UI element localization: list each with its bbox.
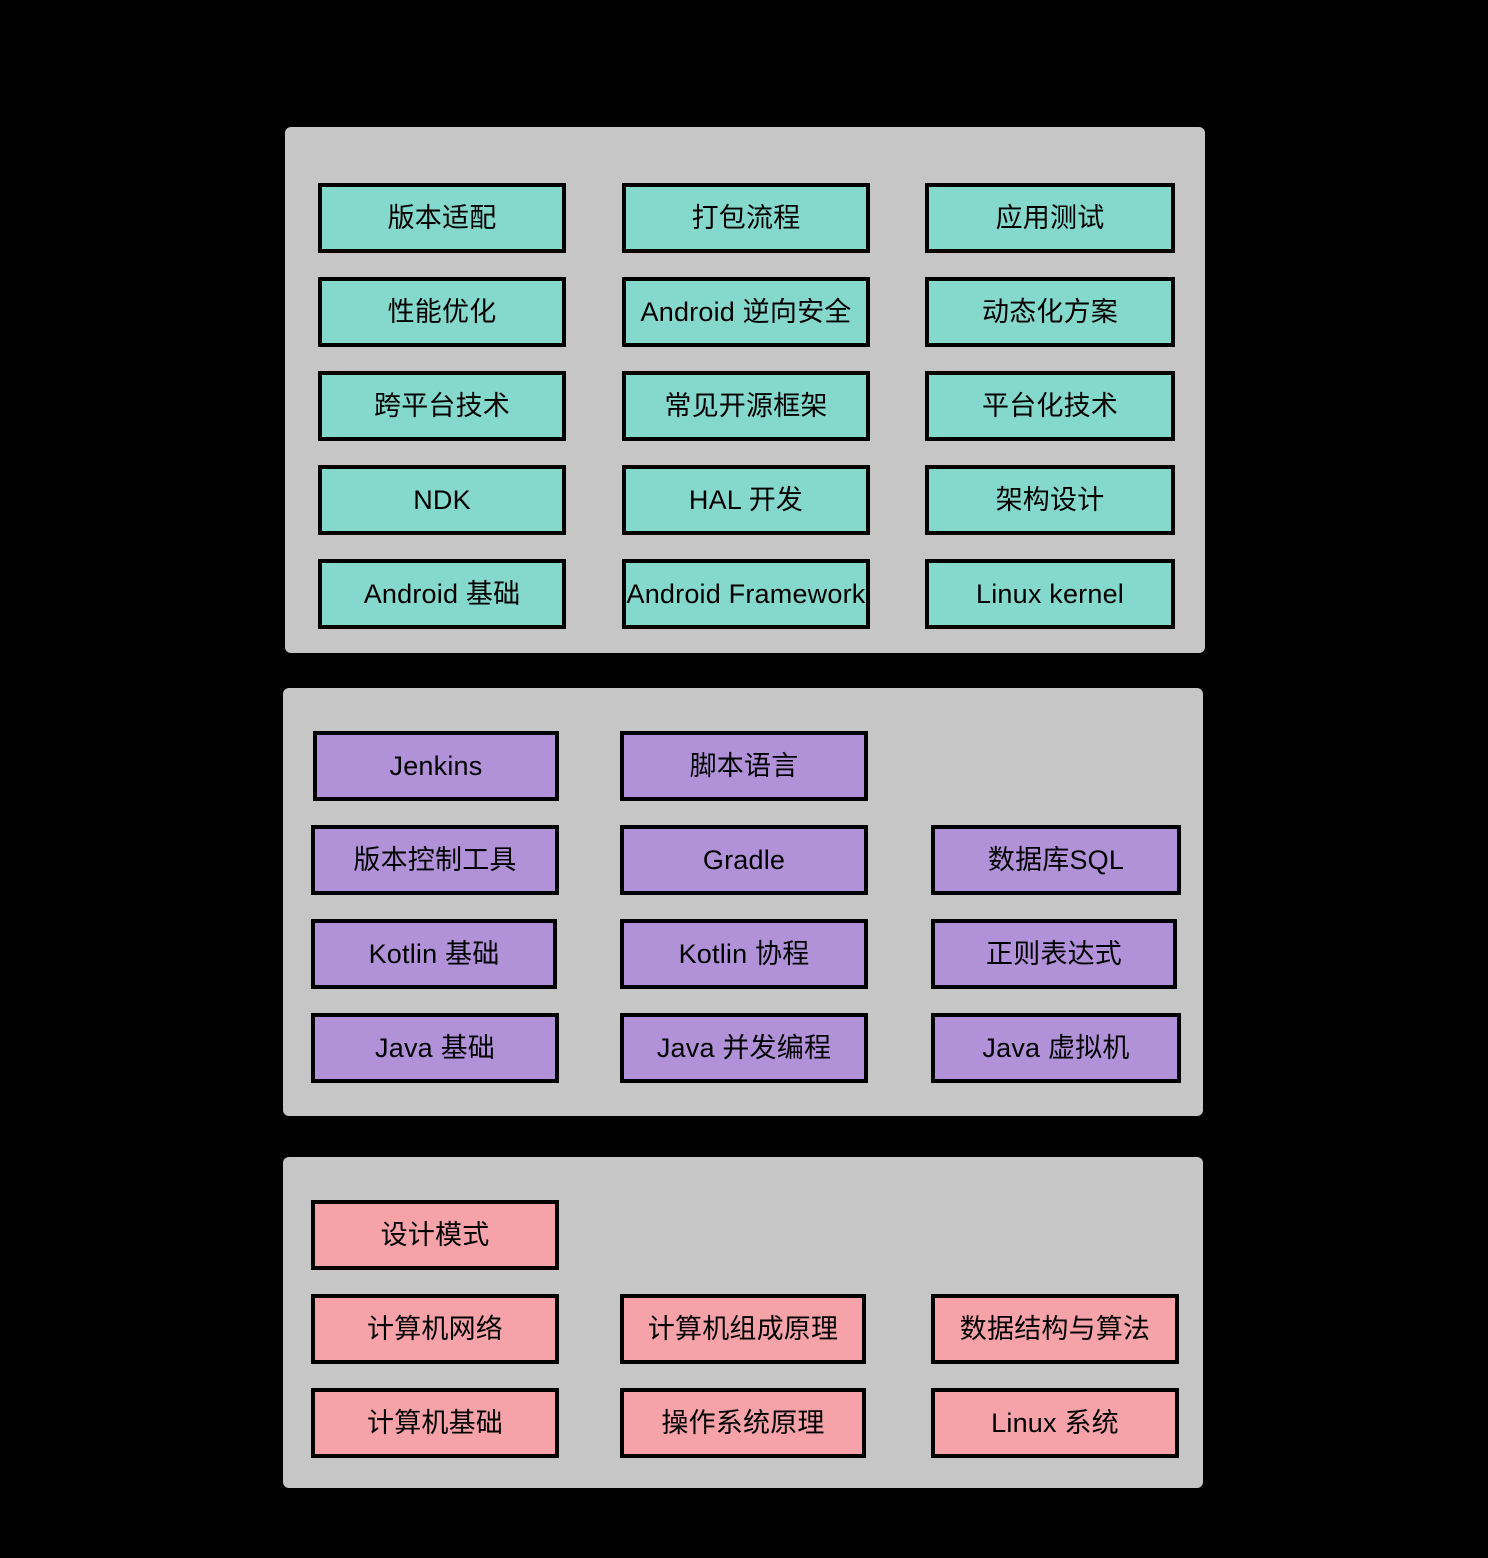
node-packaging-process[interactable]: 打包流程: [622, 183, 870, 253]
node-label: 架构设计: [995, 484, 1105, 515]
node-computer-fundamentals[interactable]: 计算机基础: [311, 1388, 559, 1458]
node-android-reverse-security[interactable]: Android 逆向安全: [622, 277, 870, 347]
android-panel: 版本适配 打包流程 应用测试 性能优化 Android 逆向安全 动态化方案 跨…: [285, 127, 1205, 653]
node-label: Java 虚拟机: [982, 1032, 1130, 1063]
node-android-framework[interactable]: Android Framework: [622, 559, 870, 629]
node-design-patterns[interactable]: 设计模式: [311, 1200, 559, 1270]
node-common-open-source-frameworks[interactable]: 常见开源框架: [622, 371, 870, 441]
node-label: 打包流程: [691, 202, 801, 233]
node-data-structures-algorithms[interactable]: 数据结构与算法: [931, 1294, 1179, 1364]
node-label: 正则表达式: [986, 938, 1122, 969]
node-label: 计算机基础: [367, 1407, 503, 1438]
node-gradle[interactable]: Gradle: [620, 825, 868, 895]
node-computer-networks[interactable]: 计算机网络: [311, 1294, 559, 1364]
node-performance-optimization[interactable]: 性能优化: [318, 277, 566, 347]
node-label: 跨平台技术: [374, 390, 510, 421]
node-architecture-design[interactable]: 架构设计: [925, 465, 1175, 535]
node-app-testing[interactable]: 应用测试: [925, 183, 1175, 253]
node-regular-expressions[interactable]: 正则表达式: [931, 919, 1177, 989]
node-label: Kotlin 协程: [678, 938, 810, 969]
node-kotlin-basics[interactable]: Kotlin 基础: [311, 919, 557, 989]
node-label: HAL 开发: [688, 484, 804, 515]
node-hal-development[interactable]: HAL 开发: [622, 465, 870, 535]
node-label: 操作系统原理: [661, 1407, 825, 1438]
node-label: 数据结构与算法: [959, 1313, 1151, 1344]
computer-science-panel-grid: 设计模式 计算机网络 计算机组成原理 数据结构与算法 计算机基础 操作系统原理 …: [283, 1157, 1203, 1488]
node-label: 动态化方案: [982, 296, 1118, 327]
node-label: Android 逆向安全: [640, 296, 852, 327]
node-java-basics[interactable]: Java 基础: [311, 1013, 559, 1083]
node-label: 性能优化: [387, 296, 497, 327]
language-tools-panel: Jenkins 脚本语言 版本控制工具 Gradle 数据库SQL Kotlin…: [283, 688, 1203, 1116]
node-label: NDK: [413, 484, 471, 515]
node-label: 计算机组成原理: [647, 1313, 839, 1344]
node-label: 版本控制工具: [353, 844, 517, 875]
node-platform-tech[interactable]: 平台化技术: [925, 371, 1175, 441]
node-computer-organization[interactable]: 计算机组成原理: [620, 1294, 866, 1364]
node-label: 应用测试: [995, 202, 1105, 233]
node-java-virtual-machine[interactable]: Java 虚拟机: [931, 1013, 1181, 1083]
node-label: 计算机网络: [367, 1313, 503, 1344]
node-label: Kotlin 基础: [368, 938, 500, 969]
node-label: Linux 系统: [991, 1407, 1119, 1438]
node-android-basics[interactable]: Android 基础: [318, 559, 566, 629]
node-label: Java 基础: [375, 1032, 495, 1063]
node-label: Jenkins: [389, 750, 483, 781]
node-ndk[interactable]: NDK: [318, 465, 566, 535]
computer-science-panel: 设计模式 计算机网络 计算机组成原理 数据结构与算法 计算机基础 操作系统原理 …: [283, 1157, 1203, 1488]
node-kotlin-coroutines[interactable]: Kotlin 协程: [620, 919, 868, 989]
node-linux-system[interactable]: Linux 系统: [931, 1388, 1179, 1458]
node-database-sql[interactable]: 数据库SQL: [931, 825, 1181, 895]
node-label: 版本适配: [387, 202, 497, 233]
node-linux-kernel[interactable]: Linux kernel: [925, 559, 1175, 629]
node-label: 常见开源框架: [664, 390, 828, 421]
android-panel-grid: 版本适配 打包流程 应用测试 性能优化 Android 逆向安全 动态化方案 跨…: [285, 127, 1205, 653]
node-label: 平台化技术: [982, 390, 1118, 421]
node-label: Android Framework: [626, 578, 866, 609]
node-label: Gradle: [702, 844, 786, 875]
node-operating-system-principles[interactable]: 操作系统原理: [620, 1388, 866, 1458]
node-label: 脚本语言: [689, 750, 799, 781]
node-label: Android 基础: [363, 578, 521, 609]
node-jenkins[interactable]: Jenkins: [313, 731, 559, 801]
node-dynamic-solution[interactable]: 动态化方案: [925, 277, 1175, 347]
node-version-control-tools[interactable]: 版本控制工具: [311, 825, 559, 895]
node-label: Java 并发编程: [656, 1032, 832, 1063]
node-label: Linux kernel: [976, 578, 1124, 609]
node-java-concurrency[interactable]: Java 并发编程: [620, 1013, 868, 1083]
language-tools-panel-grid: Jenkins 脚本语言 版本控制工具 Gradle 数据库SQL Kotlin…: [283, 688, 1203, 1116]
node-label: 数据库SQL: [987, 844, 1125, 875]
node-version-adaptation[interactable]: 版本适配: [318, 183, 566, 253]
node-label: 设计模式: [380, 1219, 490, 1250]
node-scripting-language[interactable]: 脚本语言: [620, 731, 868, 801]
node-cross-platform-tech[interactable]: 跨平台技术: [318, 371, 566, 441]
